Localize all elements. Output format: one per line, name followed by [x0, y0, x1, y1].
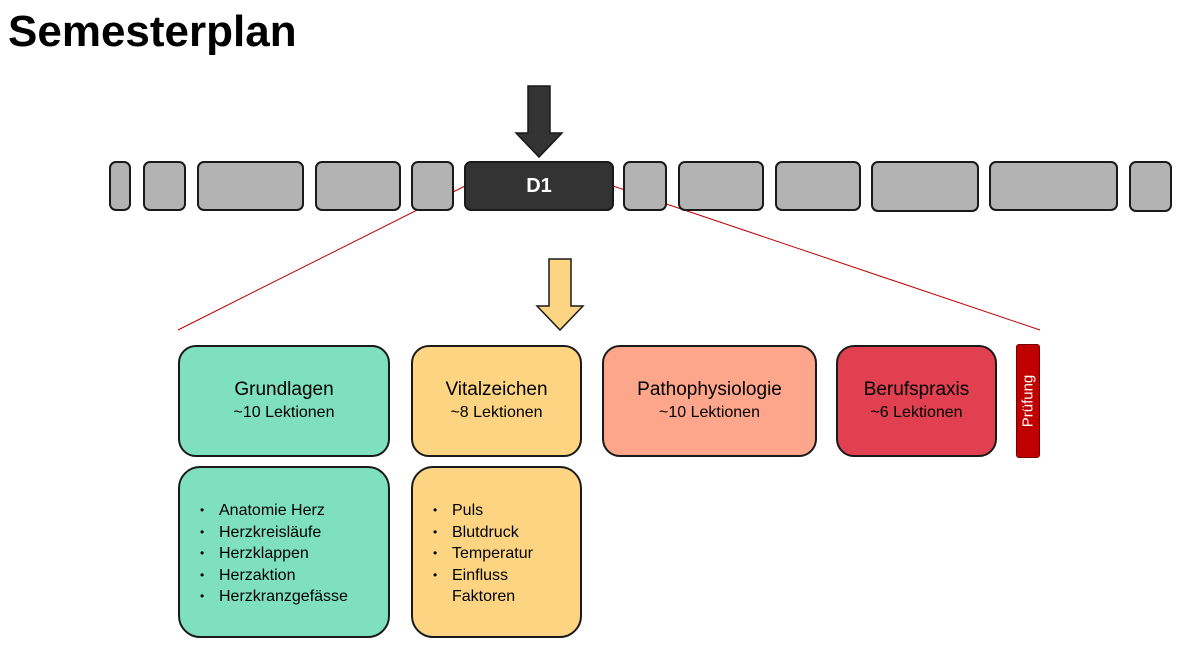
exam-label: Prüfung	[1019, 374, 1037, 428]
list-item: Einfluss Faktoren	[433, 565, 543, 608]
module-title: Grundlagen	[234, 379, 334, 400]
timeline-segment	[678, 161, 764, 211]
timeline-segment	[775, 161, 861, 211]
module-card-berufspraxis: Berufspraxis ~6 Lektionen	[836, 345, 997, 457]
timeline-segment	[143, 161, 186, 211]
list-item: Puls	[433, 500, 543, 522]
module-card-grundlagen: Grundlagen ~10 Lektionen	[178, 345, 390, 457]
timeline-segment	[411, 161, 454, 211]
topic-list: Anatomie Herz Herzkreisläufe Herzklappen…	[200, 500, 388, 608]
module-title: Pathophysiologie	[637, 379, 782, 400]
current-module-arrow-icon	[535, 258, 585, 332]
module-title: Berufspraxis	[863, 379, 970, 400]
timeline-segment	[315, 161, 401, 211]
list-item: Anatomie Herz	[200, 500, 388, 522]
current-week-arrow-icon	[514, 85, 564, 159]
list-item: Blutdruck	[433, 522, 543, 544]
module-title: Vitalzeichen	[445, 379, 548, 400]
timeline-segment	[871, 161, 979, 212]
list-item: Temperatur	[433, 543, 543, 565]
timeline-segment	[1129, 161, 1172, 212]
module-subtitle: ~10 Lektionen	[233, 404, 335, 421]
list-item: Herzkreisläufe	[200, 522, 388, 544]
page-title: Semesterplan	[8, 7, 297, 56]
module-card-vitalzeichen: Vitalzeichen ~8 Lektionen	[411, 345, 582, 457]
timeline-segment	[197, 161, 304, 211]
list-item: Herzklappen	[200, 543, 388, 565]
module-subtitle: ~6 Lektionen	[870, 404, 963, 421]
exam-block: Prüfung	[1016, 344, 1040, 458]
list-item: Herzaktion	[200, 565, 388, 587]
timeline-segment	[989, 161, 1118, 211]
module-subtitle: ~8 Lektionen	[450, 404, 543, 421]
module-card-pathophysiologie: Pathophysiologie ~10 Lektionen	[602, 345, 817, 457]
detail-card-vitalzeichen: Puls Blutdruck Temperatur Einfluss Fakto…	[411, 466, 582, 638]
timeline-segment	[623, 161, 667, 211]
timeline-active-label: D1	[526, 174, 552, 197]
detail-card-grundlagen: Anatomie Herz Herzkreisläufe Herzklappen…	[178, 466, 390, 638]
module-subtitle: ~10 Lektionen	[659, 404, 760, 421]
timeline-segment	[109, 161, 131, 211]
list-item: Herzkranzgefässe	[200, 586, 388, 608]
topic-list: Puls Blutdruck Temperatur Einfluss Fakto…	[433, 500, 543, 608]
timeline-segment-active: D1	[464, 161, 614, 211]
